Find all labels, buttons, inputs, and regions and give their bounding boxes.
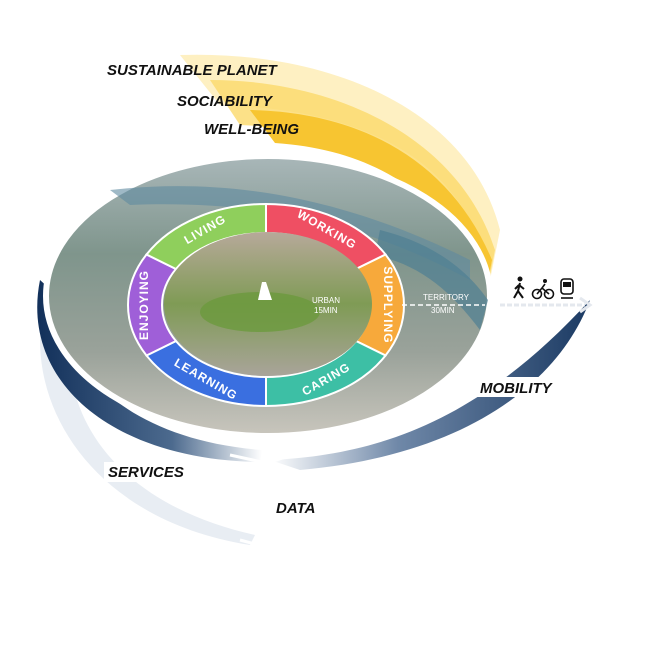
data-label: DATA (276, 500, 315, 517)
train-icon (560, 278, 574, 299)
statue (258, 282, 272, 300)
ring-segment-living (144, 202, 267, 271)
mobility-label: MOBILITY (480, 380, 554, 397)
ring-label-supplying: SUPPLYING (381, 266, 395, 343)
mobility-arrow (265, 453, 293, 472)
territory-time: 30MIN (431, 306, 455, 315)
values-swoosh (180, 54, 500, 290)
sociability-label: SOCIABILITY (177, 93, 274, 110)
services-label: SERVICES (108, 464, 184, 481)
services-arrow (229, 453, 267, 474)
sustainable-planet-label: SUSTAINABLE PLANET (107, 62, 279, 79)
data-arrow (239, 538, 266, 558)
well-being-label: WELL-BEING (204, 121, 299, 138)
walking-icon (513, 276, 525, 299)
ring-label-enjoying: ENJOYING (137, 270, 151, 340)
urban-time: 15MIN (314, 306, 338, 315)
territory-label: TERRITORY (423, 293, 470, 302)
bicycle-icon (531, 279, 555, 300)
urban-label: URBAN (312, 296, 340, 305)
